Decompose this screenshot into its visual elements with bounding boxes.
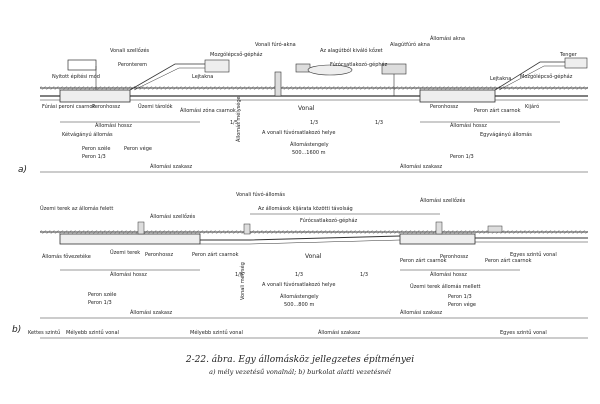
label-closed-left2-b: Peron zárt csarnok — [192, 251, 239, 258]
panel-b-label: b) — [12, 325, 21, 335]
label-vent-left: Vonali szellőzés — [110, 47, 150, 54]
label-slope-c: 1/3 — [375, 120, 383, 126]
label-platform-center: Peron vége — [124, 145, 152, 152]
tunnel-drum — [307, 64, 353, 76]
label-single-track: Egyvágányú állomás — [480, 131, 532, 138]
label-station-len-left: Állomási hossz — [95, 122, 132, 129]
label-closed-right2-b: Peron zárt csarnok — [485, 257, 532, 264]
label-station-right: Állomási szakasz — [400, 163, 443, 170]
label-station-shaft-b: Állomási szellőzés — [420, 197, 466, 204]
label-pump: Tenger — [559, 52, 578, 58]
label-escalator-right: Mozgólépcső-gépház — [520, 73, 573, 80]
label-slope-c-b: 1/3 — [360, 272, 368, 278]
label-ventilation-b: Fúrócsatlakozó-gépház — [300, 217, 358, 224]
label-slope-b-b: 1/3 — [295, 272, 303, 278]
label-closed-right: Peron zárt csarnok — [474, 107, 521, 114]
label-connection: Az alagútból kiváló kőzet — [320, 47, 383, 54]
label-slope-b: 1/3 — [310, 120, 318, 126]
panel-b: Üzemi terek az állomás felett Állomási s… — [12, 191, 588, 339]
label-station-vent-b: Állomási szellőzés — [150, 213, 196, 220]
station-box-b-right — [399, 233, 476, 245]
label-ventilation: Fúrócsatlakozó-gépház — [330, 61, 388, 68]
label-gradient-b: Az állomások kijárata közötti távolság — [258, 205, 353, 212]
label-station-left: Állomási szakasz — [150, 163, 193, 170]
label-multi-level: Mélyebb szintű vonal — [66, 329, 119, 336]
label-platform-edge-b: Peron széle — [88, 291, 116, 298]
label-platform-third-r: Peron 1/3 — [450, 154, 474, 160]
label-closed-left: Üzemi tárolók — [138, 103, 173, 110]
label-station-zone-b: Állomás fővezetéke — [42, 253, 91, 260]
label-platform-room: Peronterem — [118, 62, 147, 68]
panel-a-label: a) — [18, 165, 27, 175]
label-closed-left-b: Üzemi terek — [110, 249, 140, 256]
station-box-b-left — [59, 233, 201, 245]
shaft-mid — [274, 71, 282, 97]
label-station-len-right-b: Állomási hossz — [430, 271, 467, 278]
label-platform-right-b: Peronhossz — [440, 254, 469, 260]
label-end-zone: Állomási zóna csarnok — [180, 107, 236, 114]
label-station-right-b: Állomási szakasz — [400, 309, 443, 316]
label-single-line-b: Egyes szintű vonal — [510, 252, 557, 258]
label-escalator: Mozgólépcső-gépház — [210, 51, 263, 58]
label-tunnel-shaft: Vonali fúró-akna — [255, 41, 296, 48]
panel-a: Nyitott építési mód Vonali szellőzés Per… — [18, 35, 588, 175]
label-platform-third-r-b: Peron 1/3 — [448, 294, 472, 300]
figure-caption: 2-22. ábra. Egy állomásköz jellegzetes é… — [0, 355, 600, 365]
label-slope-a: 1/5 — [230, 120, 238, 126]
label-platform-left-b: Peronhossz — [145, 252, 174, 258]
label-double-level: Kettes szintű — [28, 330, 60, 336]
label-slope-a-b: 1/5 — [235, 272, 243, 278]
label-closed-right-b: Peron zárt csarnok — [400, 257, 447, 264]
caption-title: Egy állomásköz jellegzetes építményei — [238, 355, 415, 365]
label-tunnel-shaft-b: Vonali fúvó-állomás — [236, 191, 285, 198]
label-line: Vonal — [298, 105, 315, 112]
figure-subcaption: a) mély vezetésű vonalnál; b) burkolat a… — [209, 368, 391, 376]
label-grade-line-b: A vonali fúvórsatlakozó helye — [262, 281, 335, 288]
label-depth-b: Vonali mélység — [239, 262, 246, 300]
label-station-depth: Állomás mélysége — [235, 96, 242, 142]
label-spacing-b: Állomástengely — [280, 293, 319, 300]
escalator-house-left — [204, 59, 230, 73]
label-spacing-val-b: 500...800 m — [284, 302, 314, 308]
label-platform-edge: Peron széle — [82, 145, 110, 152]
label-station-right: Állomási akna — [430, 35, 465, 42]
caption-number: 2-22. ábra. — [185, 355, 236, 365]
label-platform-third: Peron 1/3 — [82, 154, 106, 160]
label-double-track: Kétvágányú állomás — [62, 131, 113, 138]
ground-hatch — [40, 86, 588, 90]
label-exit-right: Kijáró — [525, 103, 539, 110]
label-platform-left: Peronhossz — [92, 104, 121, 110]
label-platform-end-r-b: Peron vége — [448, 301, 476, 308]
label-line-b: Vonal — [305, 253, 322, 260]
vent-building-left — [67, 59, 97, 71]
label-station-mid-b: Állomási szakasz — [318, 329, 361, 336]
label-open-line: Mélyebb szintű vonal — [190, 329, 243, 336]
label-station-left-b: Állomási szakasz — [130, 309, 173, 316]
label-open-left: Üzemi terek az állomás felett — [40, 205, 113, 212]
label-station-len-right: Állomási hossz — [450, 122, 487, 129]
label-lobby-left: Lejtakna — [192, 74, 213, 80]
label-station-len-left-b: Állomási hossz — [110, 271, 147, 278]
station-box-right — [419, 89, 496, 103]
escalator-left — [129, 63, 205, 91]
label-lobby-right: Lejtakna — [490, 76, 511, 82]
label-grade-line: A vonali fúvórsatlakozó helye — [262, 129, 335, 136]
label-spacing: Állomástengely — [290, 141, 329, 148]
label-platform-right: Peronhossz — [430, 104, 459, 110]
label-spacing-val: 500...1600 m — [292, 150, 326, 156]
tunnel-line-b — [200, 235, 401, 241]
escalator-right — [494, 61, 575, 91]
label-crossover-left: Fúrási peroni csarnok — [42, 103, 95, 110]
station-box-left — [59, 89, 131, 103]
label-single-line-bottom: Egyes szintű vonal — [500, 330, 547, 336]
label-open-right-b: Üzemi terek állomás mellett — [410, 283, 481, 290]
label-shaft-right: Alagútfúró akna — [390, 41, 430, 48]
label-shaft-left: Nyitott építési mód — [52, 73, 100, 80]
label-platform-third-b: Peron 1/3 — [88, 300, 112, 306]
